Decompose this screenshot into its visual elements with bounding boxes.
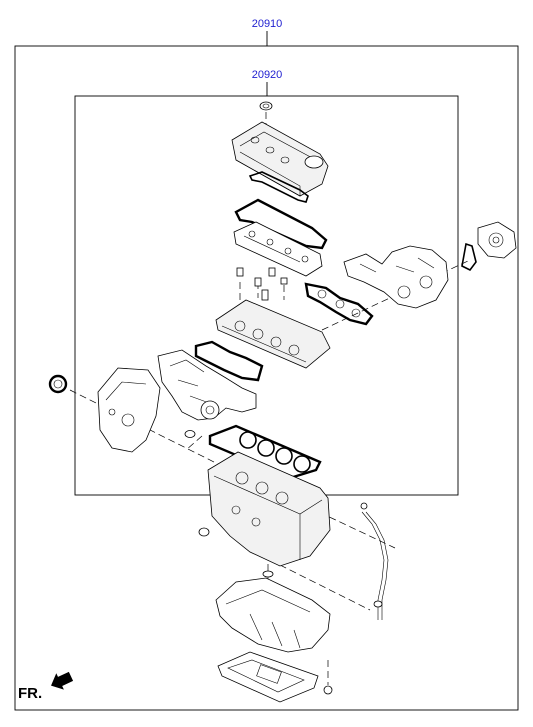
arrow-left-down-icon <box>51 671 74 690</box>
drain-plug-washer <box>323 685 333 695</box>
block-drain-washer <box>198 527 210 537</box>
camshaft-carrier <box>233 221 323 277</box>
valve-stem-seals <box>236 267 288 301</box>
oil-cap-o-ring <box>259 101 273 111</box>
exhaust-manifold-gasket <box>304 282 374 326</box>
oil-dipstick <box>360 502 389 620</box>
head-cover-gasket <box>234 198 328 250</box>
exhaust-gasket-ports <box>317 289 361 318</box>
cylinder-block <box>207 451 331 567</box>
timing-cover <box>97 367 161 453</box>
water-pump <box>477 221 517 259</box>
intake-manifold-gasket <box>194 340 264 382</box>
oil-pan-lower <box>217 651 319 703</box>
oil-pan-upper <box>215 570 331 653</box>
water-pump-gasket <box>461 242 477 272</box>
head-cover-gasket-small <box>248 171 309 203</box>
intake-o-ring <box>184 430 196 438</box>
cylinder-head <box>215 299 331 369</box>
ref-label-20910[interactable]: 20910 <box>252 18 283 30</box>
cylinder-head-gasket <box>208 424 322 480</box>
exhaust-manifold <box>343 245 449 309</box>
front-direction-label: FR. <box>18 685 42 702</box>
cylinder-head-cover <box>231 121 329 197</box>
outer-kit-frame <box>14 45 519 711</box>
ref-label-20920[interactable]: 20920 <box>252 69 283 81</box>
intake-manifold <box>157 349 257 421</box>
crankshaft-front-seal <box>48 374 68 394</box>
